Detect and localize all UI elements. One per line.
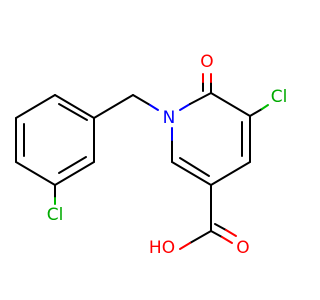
bond: [261, 104, 269, 110]
bond: [210, 230, 223, 238]
pyridinone-ring: [171, 92, 251, 186]
hydroxyl-label: HO: [149, 238, 175, 258]
structure-diagram: N O Cl Cl HO O: [15, 52, 288, 258]
bond: [210, 92, 251, 117]
bond: [249, 108, 263, 117]
bond: [15, 161, 56, 186]
bond: [189, 230, 212, 244]
bond: [58, 103, 88, 121]
bond: [179, 103, 191, 111]
bond: [132, 94, 151, 106]
bond: [221, 236, 233, 244]
bond: [189, 92, 212, 105]
bond: [171, 161, 212, 186]
bond: [54, 161, 95, 186]
bond: [15, 94, 56, 119]
bond: [214, 223, 227, 231]
bond: [210, 161, 251, 186]
bond: [179, 157, 210, 177]
bond: [54, 94, 95, 119]
chlorophenyl-ring: [15, 94, 95, 186]
bond: [93, 94, 134, 119]
nitrogen-atom-label: N: [163, 108, 176, 128]
bond: [179, 242, 191, 250]
bond: [149, 104, 159, 111]
bond: [58, 156, 87, 174]
acid-oxygen-label: O: [236, 238, 249, 258]
carbonyl-oxygen-label: O: [200, 52, 213, 72]
bond: [225, 229, 237, 237]
ring-chlorine-label: Cl: [271, 87, 288, 107]
benzyl-chlorine-label: Cl: [47, 205, 64, 225]
